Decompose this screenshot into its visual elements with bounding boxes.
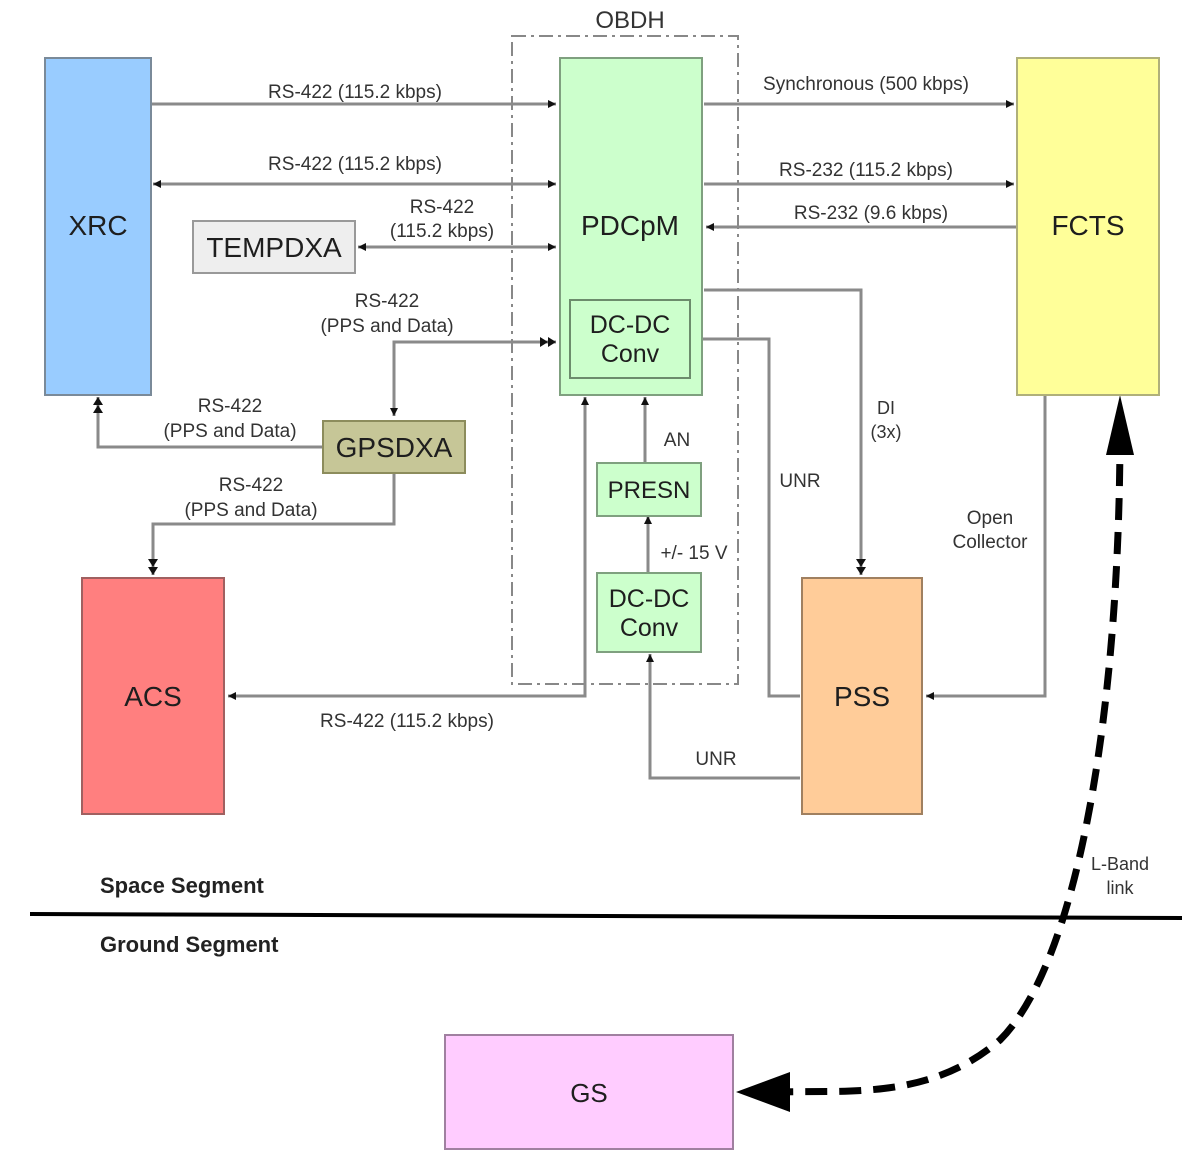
block-fcts-label: FCTS bbox=[1051, 210, 1124, 241]
link-pdcpm-acs bbox=[228, 397, 587, 698]
obdh-group-border bbox=[511, 35, 739, 685]
label-an: AN bbox=[664, 430, 690, 451]
label-pdcpm-fcts-rs232: RS-232 (115.2 kbps) bbox=[779, 160, 953, 181]
block-tempdxa-label: TEMPDXA bbox=[206, 232, 342, 263]
block-acs[interactable]: ACS bbox=[81, 577, 225, 815]
label-unr-upper: UNR bbox=[779, 471, 820, 492]
block-dcdc-lower-label-2: Conv bbox=[620, 614, 679, 642]
block-dcdc-inner-label-2: Conv bbox=[601, 340, 660, 368]
link-fcts-pss-open-collector bbox=[926, 395, 1047, 700]
label-space-segment: Space Segment bbox=[100, 873, 265, 898]
link-gpsdxa-xrc bbox=[93, 397, 322, 449]
block-pss[interactable]: PSS bbox=[801, 577, 923, 815]
block-gpsdxa[interactable]: GPSDXA bbox=[322, 420, 466, 474]
label-fcts-pdcpm-rs232: RS-232 (9.6 kbps) bbox=[794, 203, 948, 224]
label-pdcpm-fcts-sync: Synchronous (500 kbps) bbox=[763, 74, 969, 95]
label-voltage: +/- 15 V bbox=[660, 543, 727, 564]
block-dcdc-inner-label-1: DC-DC bbox=[590, 311, 671, 339]
link-pss-dcdc-inner bbox=[694, 335, 800, 698]
label-gps-pdcpm-1: RS-422 bbox=[355, 291, 419, 312]
block-xrc-label: XRC bbox=[68, 210, 127, 241]
label-lband-1: L-Band bbox=[1091, 854, 1149, 874]
block-dcdc-inner[interactable]: DC-DC Conv bbox=[569, 299, 691, 379]
block-presn[interactable]: PRESN bbox=[596, 462, 702, 517]
block-gs[interactable]: GS bbox=[444, 1034, 734, 1150]
label-tempdxa-pdcpm-1: RS-422 bbox=[410, 197, 474, 218]
link-pdcpm-pss-di bbox=[704, 288, 866, 575]
label-pdcpm-acs: RS-422 (115.2 kbps) bbox=[320, 711, 494, 732]
block-xrc[interactable]: XRC bbox=[44, 57, 152, 396]
label-lband-2: link bbox=[1106, 878, 1134, 898]
link-gps-pdcpm bbox=[392, 337, 556, 414]
block-acs-label: ACS bbox=[124, 681, 182, 712]
label-ground-segment: Ground Segment bbox=[100, 932, 279, 957]
connections bbox=[93, 100, 1047, 780]
label-xrc-pdcpm-bidir: RS-422 (115.2 kbps) bbox=[268, 154, 442, 175]
block-gpsdxa-label: GPSDXA bbox=[336, 432, 453, 463]
label-gps-pdcpm-2: (PPS and Data) bbox=[320, 316, 453, 337]
label-open-collector-1: Open bbox=[967, 508, 1013, 529]
label-di-2: (3x) bbox=[871, 422, 902, 442]
label-open-collector-2: Collector bbox=[953, 532, 1029, 553]
segment-divider bbox=[29, 912, 1183, 920]
block-gs-label: GS bbox=[570, 1078, 608, 1108]
block-pdcpm-label: PDCpM bbox=[581, 210, 679, 241]
block-fcts[interactable]: FCTS bbox=[1016, 57, 1160, 396]
lband-arrow-up-icon bbox=[1106, 395, 1134, 455]
obdh-group-label: OBDH bbox=[595, 7, 664, 34]
block-dcdc-lower[interactable]: DC-DC Conv bbox=[596, 572, 702, 653]
label-gps-xrc-2: (PPS and Data) bbox=[163, 421, 296, 442]
label-xrc-to-pdcpm: RS-422 (115.2 kbps) bbox=[268, 82, 442, 103]
block-presn-label: PRESN bbox=[608, 477, 691, 504]
label-gps-xrc-1: RS-422 bbox=[198, 396, 262, 417]
lband-arrow-left-icon bbox=[736, 1072, 790, 1112]
link-pss-dcdc-lower bbox=[646, 654, 800, 780]
link-gpsdxa-acs bbox=[148, 473, 396, 575]
block-dcdc-lower-label-1: DC-DC bbox=[609, 585, 690, 613]
label-tempdxa-pdcpm-2: (115.2 kbps) bbox=[390, 221, 494, 242]
label-unr-lower: UNR bbox=[695, 749, 736, 770]
block-pss-label: PSS bbox=[834, 681, 890, 712]
label-gps-acs-1: RS-422 bbox=[219, 475, 283, 496]
block-tempdxa[interactable]: TEMPDXA bbox=[192, 220, 356, 274]
label-di-1: DI bbox=[877, 398, 895, 418]
label-gps-acs-2: (PPS and Data) bbox=[184, 500, 317, 521]
